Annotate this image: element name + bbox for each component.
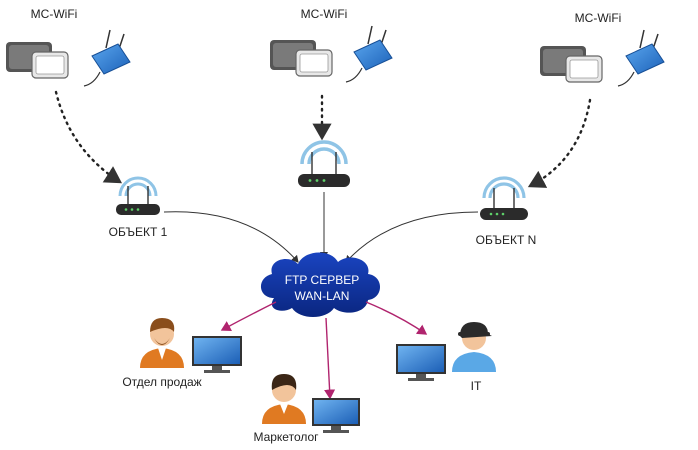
router-label: ОБЪЕКТ N [476,233,537,247]
server-subtitle: WAN-LAN [295,289,350,303]
monitor-icon [396,344,446,381]
monitor-icon [192,336,242,373]
display-icon [296,50,332,76]
device-label: MC-WiFi [575,11,622,25]
person-icon [262,374,306,424]
user-label: IT [471,379,482,393]
wireless-links [56,92,590,186]
device-group-1: MC-WiFi [6,7,130,86]
ftp-server-cloud: FTP СЕРВЕР WAN-LAN [261,252,380,317]
uplink-1 [164,212,298,262]
router-label: ОБЪЕКТ 1 [109,225,168,239]
router-icon [480,178,528,220]
device-label: MC-WiFi [31,7,78,21]
device-group-3: MC-WiFi [540,11,664,86]
display-icon [32,52,68,78]
user-label: Отдел продаж [122,375,201,389]
device-group-2: MC-WiFi [270,7,392,82]
user-it: IT [396,322,496,393]
router-icon [116,178,160,215]
user-marketing: Маркетолог [253,374,360,444]
router-1: ОБЪЕКТ 1 [109,178,168,239]
modem-icon [618,30,664,86]
wireless-link-1 [56,92,120,182]
downlink-marketing [326,318,330,398]
uplinks [164,192,478,262]
display-icon [566,56,602,82]
router-3: ОБЪЕКТ N [476,178,537,247]
modem-icon [84,30,130,86]
user-label: Маркетолог [253,430,319,444]
router-icon [298,142,350,187]
modem-icon [346,26,392,82]
monitor-icon [312,398,360,433]
downlink-it [366,302,426,334]
wireless-link-3 [530,100,590,186]
downlinks [222,302,426,398]
server-title: FTP СЕРВЕР [285,273,359,287]
uplink-3 [346,212,478,262]
person-icon [452,322,496,372]
router-2 [298,142,350,187]
downlink-sales [222,302,276,330]
person-icon [140,318,184,368]
device-label: MC-WiFi [301,7,348,21]
